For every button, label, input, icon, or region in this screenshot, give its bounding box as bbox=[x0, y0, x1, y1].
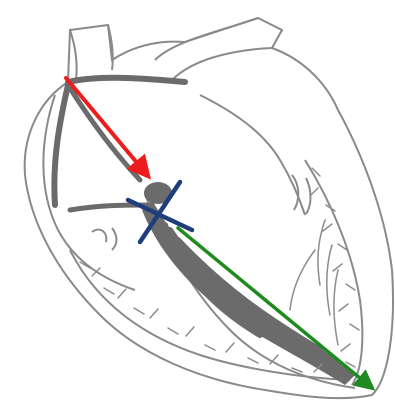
heart-illustration bbox=[0, 0, 395, 411]
heart-diagram bbox=[0, 0, 395, 411]
